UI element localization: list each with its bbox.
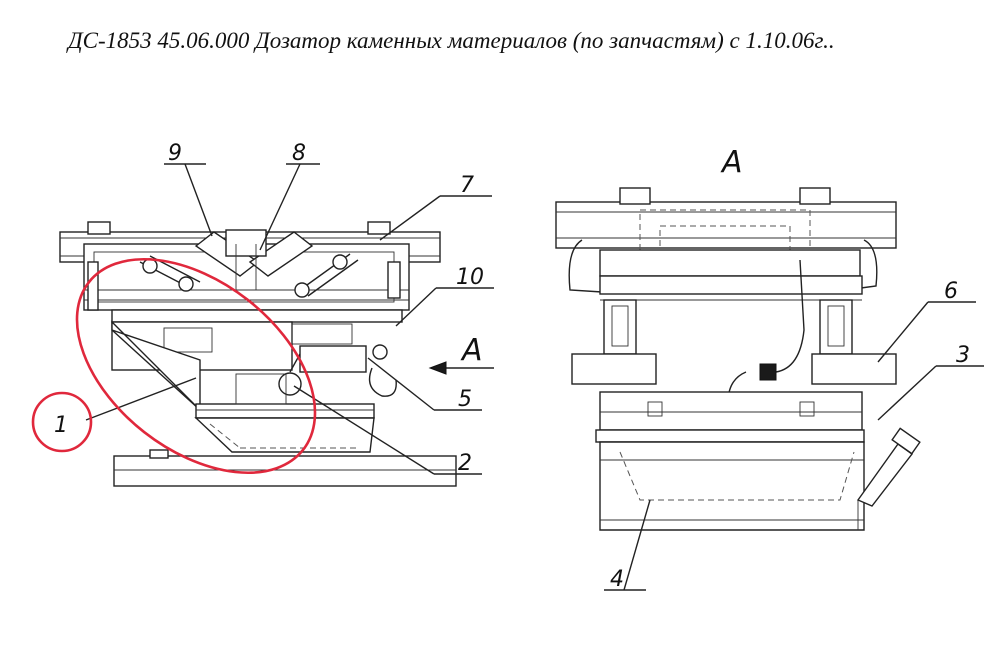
callout-5: 5 [458, 387, 472, 412]
lever-mechanism [139, 229, 359, 298]
callout-10: 10 [456, 265, 484, 290]
left-side-view [59, 221, 494, 487]
drawing-title: ДС-1853 45.06.000 Дозатор каменных матер… [68, 28, 835, 53]
highlight-ellipse [75, 257, 317, 475]
callout-2: 2 [458, 451, 472, 476]
callout-1: 1 [54, 413, 68, 438]
arrow-a-label: А [460, 333, 483, 368]
highlight-circle [31, 391, 93, 453]
hose [775, 259, 805, 373]
callout-4: 4 [610, 567, 624, 592]
red-highlight [31, 257, 317, 475]
outlet-pipe [856, 443, 913, 507]
left-base-frame [113, 455, 457, 487]
callout-3: 3 [956, 343, 970, 368]
hopper-4 [599, 441, 865, 531]
callout-8: 8 [292, 141, 306, 166]
left-slab [111, 309, 403, 323]
view-a-label: А [720, 145, 743, 180]
leader-lines [85, 163, 984, 591]
callout-labels: 9 8 7 10 5 2 1 6 3 4 А А [54, 141, 970, 592]
side-box-6 [811, 353, 897, 385]
callout-9: 9 [168, 141, 182, 166]
vibrator [299, 345, 367, 373]
right-view-a [555, 187, 921, 531]
callout-7: 7 [460, 173, 474, 198]
right-top-beam [555, 201, 897, 249]
right-lower-beam [599, 391, 863, 431]
callout-6: 6 [944, 279, 958, 304]
